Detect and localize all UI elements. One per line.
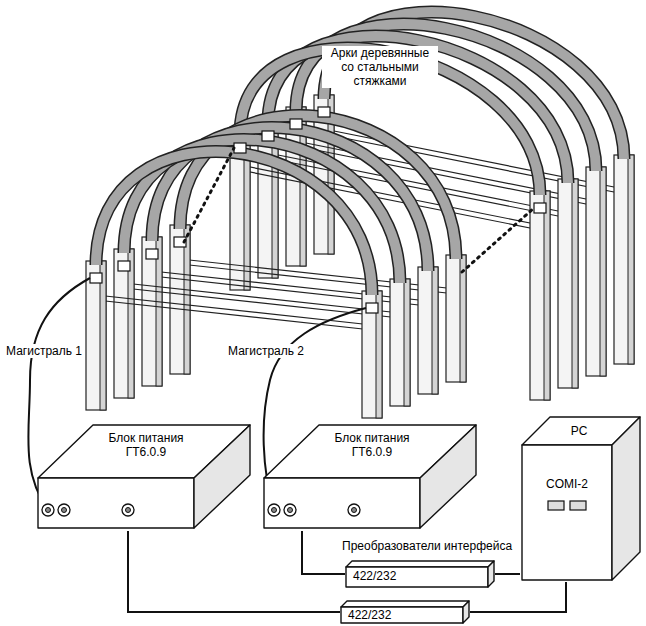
- sensor: [118, 261, 130, 271]
- wooden-post: [614, 155, 634, 364]
- serial-port: [548, 501, 564, 510]
- box-subtitle: COMI-2: [524, 477, 610, 491]
- wooden-post: [362, 291, 382, 418]
- sensor: [262, 131, 274, 141]
- wooden-post: [142, 237, 162, 386]
- socket-hole: [46, 508, 51, 513]
- post-side: [432, 267, 438, 394]
- power-supply-unit: Блок питания ГТ6.0.9: [262, 423, 478, 531]
- socket-hole: [288, 508, 293, 513]
- wooden-post: [114, 249, 134, 398]
- box-side: [612, 417, 640, 580]
- serial-port: [570, 501, 586, 510]
- box-side: [488, 561, 494, 587]
- box-front: [264, 478, 420, 528]
- post-side: [600, 167, 606, 376]
- sensor: [290, 119, 302, 129]
- box-outline: [520, 415, 642, 582]
- socket-hole: [62, 508, 67, 513]
- sensor: [146, 249, 158, 259]
- box-front: [346, 567, 488, 587]
- signal-cable: [128, 531, 340, 612]
- steel-tie: [152, 271, 428, 301]
- socket: [268, 504, 280, 516]
- signal-cable: [495, 573, 520, 575]
- box-title: 422/232: [353, 569, 463, 583]
- trunk-label: Магистраль 1: [4, 344, 84, 358]
- post-side: [628, 155, 634, 364]
- socket-hole: [126, 508, 131, 513]
- socket-hole: [352, 508, 357, 513]
- wooden-post: [86, 261, 106, 410]
- box-top: [341, 601, 469, 607]
- post-side: [572, 179, 578, 388]
- interface-converter: 422/232: [345, 560, 495, 588]
- box-title: Блок питания ГТ6.0.9: [96, 431, 196, 459]
- wooden-post: [390, 279, 410, 406]
- socket: [58, 504, 70, 516]
- box-front: [38, 478, 194, 528]
- trunk-label: Магистраль 2: [226, 344, 306, 358]
- socket-hole: [272, 508, 277, 513]
- wooden-post: [446, 255, 466, 382]
- sensor: [534, 203, 546, 213]
- steel-tie: [96, 300, 372, 330]
- wooden-post: [530, 191, 550, 400]
- socket: [42, 504, 54, 516]
- interface-converter: 422/232: [340, 600, 470, 624]
- wooden-post: [418, 267, 438, 394]
- steel-tie: [180, 259, 456, 289]
- box-side: [463, 601, 469, 623]
- box-side: [194, 425, 250, 528]
- steel-tie: [124, 283, 400, 313]
- wooden-post: [586, 167, 606, 376]
- sensor: [366, 303, 378, 313]
- socket: [284, 504, 296, 516]
- power-supply-unit: Блок питания ГТ6.0.9: [36, 423, 252, 531]
- wooden-post: [558, 179, 578, 388]
- socket: [348, 504, 360, 516]
- signal-cable: [302, 531, 345, 574]
- sensor: [234, 143, 246, 153]
- socket: [122, 504, 134, 516]
- arch-beam: [96, 152, 372, 295]
- pc-tower: PC COMI-2: [520, 415, 642, 582]
- sensor-chain-dotted: [184, 148, 234, 242]
- arch-outline: [96, 152, 372, 295]
- arch: [86, 152, 382, 418]
- sensor-chain-dotted: [462, 208, 534, 272]
- structure-label: Арки деревянные со стальными стяжками: [322, 46, 438, 88]
- post-side: [544, 191, 550, 400]
- wooden-post: [170, 225, 190, 374]
- box-title: 422/232: [348, 608, 440, 622]
- callout-label: Преобразователи интерфейса: [340, 539, 514, 553]
- box-side: [420, 425, 476, 528]
- box-front: [341, 607, 463, 623]
- box-title: Блок питания ГТ6.0.9: [322, 431, 422, 459]
- post-side: [460, 255, 466, 382]
- sensor: [318, 107, 330, 117]
- box-front: [522, 445, 612, 580]
- post-side: [404, 279, 410, 406]
- box-title: PC: [548, 424, 610, 438]
- box-top: [346, 561, 494, 567]
- sensor: [90, 273, 102, 283]
